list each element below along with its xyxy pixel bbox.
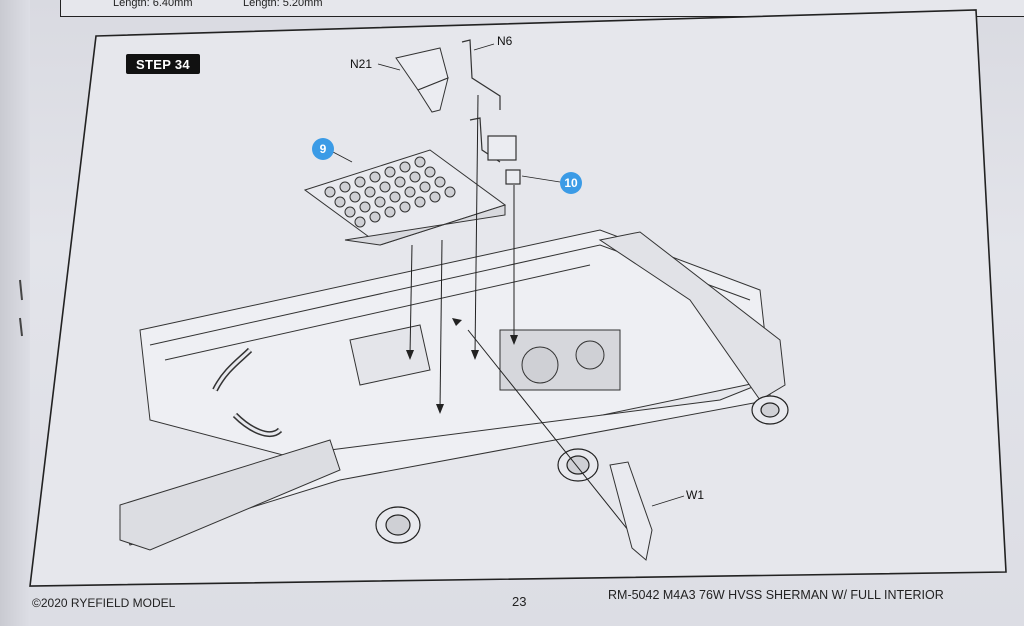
footer-page-number: 23: [512, 594, 527, 609]
assembly-arrows: [409, 94, 641, 546]
part-label-n21: N21: [350, 57, 373, 71]
road-wheels: [375, 395, 789, 544]
step-number-badge: STEP 34: [126, 54, 200, 74]
part-label-w1: W1: [686, 488, 704, 502]
leader-lines: [332, 43, 685, 507]
page-binding-edge: [0, 0, 30, 626]
arrow-heads: [406, 318, 518, 414]
binding-mark-1: [19, 279, 23, 301]
part-n6: [461, 39, 521, 185]
footer-kit-title: RM-5042 M4A3 76W HVSS SHERMAN W/ FULL IN…: [608, 588, 944, 602]
ammo-rack-part-9: [303, 149, 507, 246]
hull-chassis: [119, 229, 786, 551]
footer-copyright: ©2020 RYEFIELD MODEL: [32, 596, 176, 610]
callout-9: 9: [312, 138, 334, 160]
previous-step-strip: Length: 6.40mm Length: 5.20mm: [60, 0, 1024, 17]
length-right: Length: 5.20mm: [243, 0, 323, 9]
callout-10: 10: [560, 172, 582, 194]
binding-mark-2: [19, 317, 23, 337]
length-left: Length: 6.40mm: [113, 0, 193, 9]
part-label-n6: N6: [497, 34, 513, 48]
part-w1: [609, 461, 653, 561]
part-n21: [395, 47, 449, 113]
